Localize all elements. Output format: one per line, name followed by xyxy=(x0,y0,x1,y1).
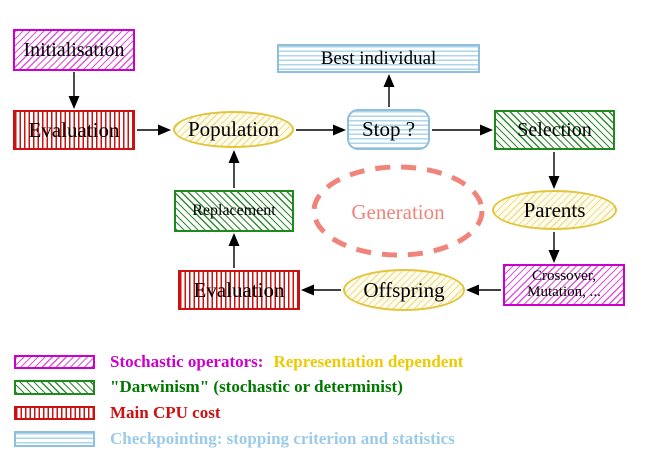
node-parents: Parents xyxy=(492,190,617,230)
legend-swatch-magenta-hatch xyxy=(14,355,95,369)
flow-arrows xyxy=(68,72,560,296)
node-population: Population xyxy=(173,111,294,148)
legend-row-checkpointing: Checkpointing: stopping criterion and st… xyxy=(14,429,455,449)
node-generation: Generation xyxy=(351,199,445,224)
legend-row-darwinism: "Darwinism" (stochastic or determinist) xyxy=(14,377,403,397)
crossover-line1: Crossover, xyxy=(532,268,596,285)
legend-label-cpu: Main CPU cost xyxy=(110,403,221,422)
node-crossover-mutation: Crossover, Mutation, ... xyxy=(503,264,625,306)
legend-value-representation: Representation dependent xyxy=(273,352,464,371)
legend-swatch-red-stripes xyxy=(14,406,95,420)
node-stop: Stop ? xyxy=(347,109,430,150)
node-evaluation-bottom: Evaluation xyxy=(178,270,300,310)
legend-swatch-green-hatch xyxy=(14,379,95,395)
legend-label-darwinism: "Darwinism" (stochastic or determinist) xyxy=(110,377,403,396)
node-initialisation: Initialisation xyxy=(13,29,135,71)
node-replacement: Replacement xyxy=(174,190,294,232)
node-offspring: Offspring xyxy=(343,269,465,311)
node-evaluation-top: Evaluation xyxy=(13,110,135,150)
legend-row-stochastic: Stochastic operators: Representation dep… xyxy=(14,352,463,372)
legend-label-checkpointing: Checkpointing: stopping criterion and st… xyxy=(110,429,455,448)
legend-label-stochastic: Stochastic operators: xyxy=(110,352,264,371)
legend-row-cpu: Main CPU cost xyxy=(14,403,220,423)
node-selection: Selection xyxy=(494,110,615,150)
legend-swatch-blue-stripes xyxy=(14,431,95,447)
node-best-individual: Best individual xyxy=(277,44,480,73)
crossover-line2: Mutation, ... xyxy=(527,284,601,300)
